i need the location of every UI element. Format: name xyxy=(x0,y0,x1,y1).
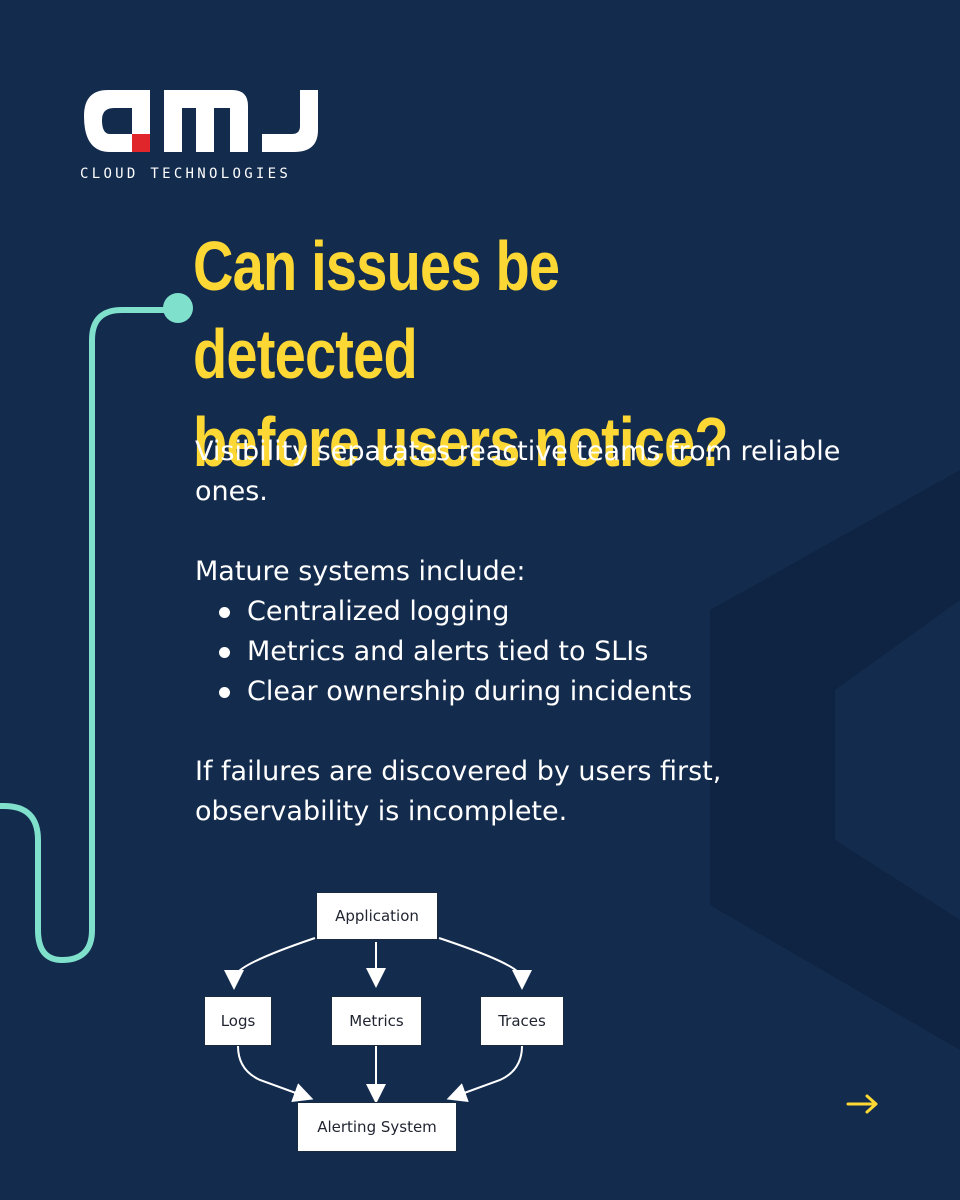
arrow-logs-to-alerting xyxy=(237,1045,314,1102)
amj-logo xyxy=(84,90,318,152)
connector-dot xyxy=(163,293,193,323)
node-alerting-system: Alerting System xyxy=(297,1102,457,1152)
bullet-item: Centralized logging xyxy=(219,592,895,632)
bullet-list: Centralized logging Metrics and alerts t… xyxy=(195,592,895,712)
arrow-app-to-traces xyxy=(438,937,532,990)
logo-red-square xyxy=(132,134,150,152)
node-application: Application xyxy=(316,892,438,940)
headline-line-1: Can issues be detected xyxy=(193,227,560,393)
node-traces: Traces xyxy=(480,996,564,1046)
arrow-app-to-logs xyxy=(224,937,316,990)
node-logs: Logs xyxy=(204,996,272,1046)
diagram-arrows xyxy=(224,937,532,1104)
arrow-right-icon[interactable] xyxy=(846,1092,880,1116)
headline-line-2: before users notice? xyxy=(193,403,729,481)
arrow-traces-to-alerting xyxy=(446,1045,523,1102)
observability-diagram: Application Logs Metrics Traces Alerting… xyxy=(180,880,600,1160)
bullet-item: Metrics and alerts tied to SLIs xyxy=(219,632,895,672)
brand-tagline: CLOUD TECHNOLOGIES xyxy=(80,166,292,182)
intro-text: Visibility separates reactive teams from… xyxy=(195,436,841,507)
bullet-item: Clear ownership during incidents xyxy=(219,672,895,712)
headline: Can issues be detected before users noti… xyxy=(193,222,769,486)
body-copy: Visibility separates reactive teams from… xyxy=(195,432,895,832)
list-heading: Mature systems include: xyxy=(195,556,526,587)
node-metrics: Metrics xyxy=(331,996,422,1046)
brand-block: CLOUD TECHNOLOGIES xyxy=(80,86,320,182)
conclusion-text: If failures are discovered by users firs… xyxy=(195,756,722,827)
